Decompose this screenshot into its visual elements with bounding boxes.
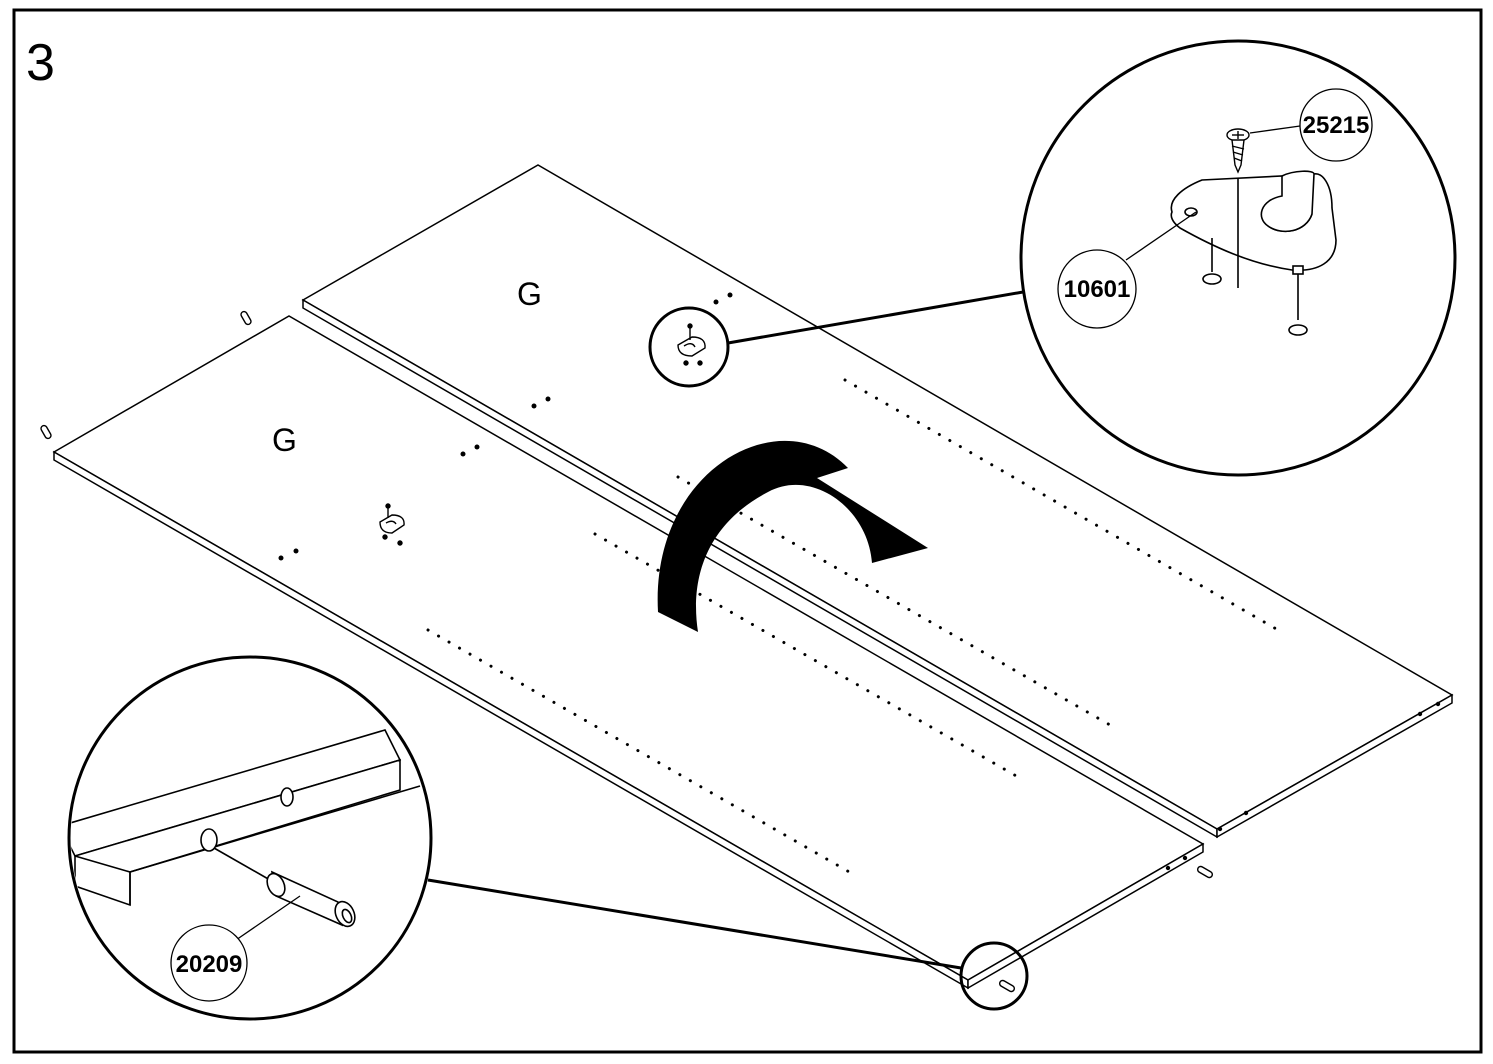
page-frame: [12, 8, 1483, 1054]
panel-front-holes: [278, 444, 1188, 871]
panel-front: [52, 315, 1205, 990]
screw-code: 25215: [1303, 112, 1370, 139]
screw-leader-line: [1249, 125, 1301, 134]
panel-back: [301, 164, 1454, 839]
bracket-detail-marker: [648, 306, 730, 388]
panel-back-hole-row: [676, 378, 1280, 727]
step-number: 3: [26, 34, 55, 92]
dowel-code: 20209: [176, 951, 243, 978]
panel-back-holes: [531, 292, 1441, 832]
screw-code-bubble: [1299, 88, 1373, 162]
panel-edge-closeup: [71, 729, 421, 907]
bracket-on-panel-icon: [379, 503, 405, 546]
dowel-code-leader: [235, 895, 301, 941]
dowel-leader-line: [427, 878, 962, 970]
bracket-code-bubble: [1057, 249, 1137, 329]
bracket-code-leader: [1125, 211, 1197, 261]
screw-icon: [1226, 128, 1250, 174]
dowel-detail-marker: [959, 941, 1029, 1011]
bracket-icon: [1170, 170, 1337, 336]
dowel-pins: [40, 310, 1214, 993]
panel-front-label: G: [272, 422, 297, 458]
bracket-leader-line: [727, 290, 1024, 345]
dowel-icon: [213, 847, 356, 928]
panel-back-label: G: [517, 276, 542, 312]
dowel-code-bubble: [170, 924, 248, 1002]
bracket-marker-icon: [677, 323, 706, 366]
bracket-code: 10601: [1064, 276, 1131, 303]
rotate-arrow-icon: [657, 440, 928, 632]
